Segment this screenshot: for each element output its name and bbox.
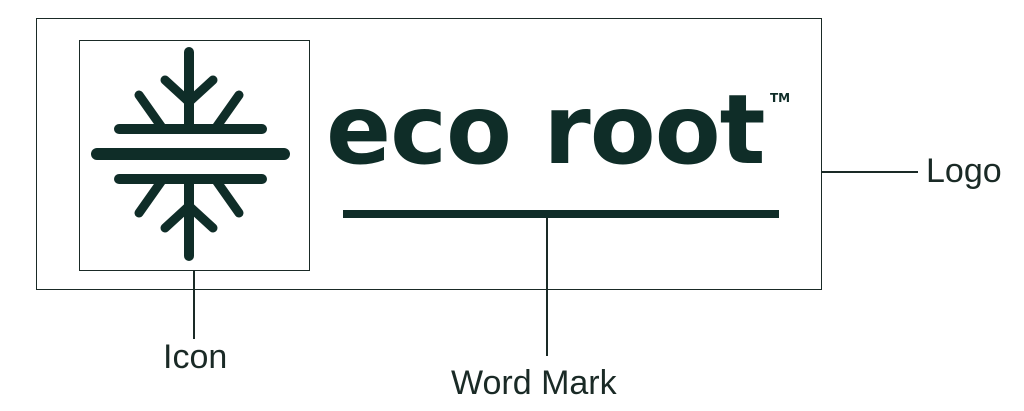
wordmark-callout-label: Word Mark <box>451 364 617 402</box>
trademark-symbol: TM <box>770 91 791 105</box>
logo-leader-line <box>822 171 918 173</box>
icon-leader-line <box>193 271 195 339</box>
wordmark-leader-line <box>546 218 548 356</box>
icon-boundary <box>79 40 310 271</box>
wordmark-underline <box>343 210 779 218</box>
logo-callout-label: Logo <box>926 152 1002 190</box>
snowflake-root-icon <box>91 47 290 261</box>
logo-boundary <box>36 18 822 290</box>
wordmark-text: eco root <box>326 74 766 186</box>
icon-callout-label: Icon <box>163 338 228 376</box>
